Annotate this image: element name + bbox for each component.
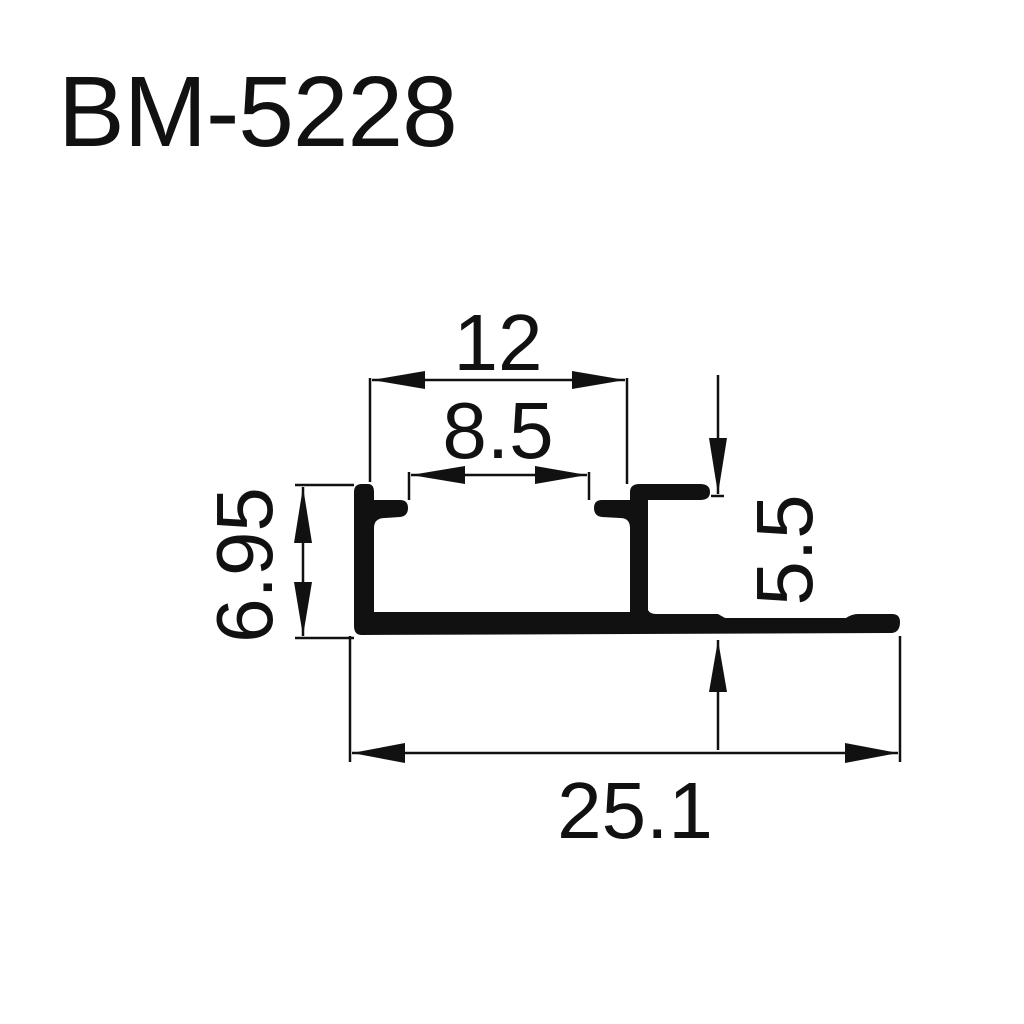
dimension-label-5-5: 5.5 <box>740 494 829 605</box>
profile-title: BM-5228 <box>58 56 458 168</box>
dimension-label-8-5: 8.5 <box>442 386 553 475</box>
dimension-lines <box>294 371 902 763</box>
dimension-label-6-95: 6.95 <box>200 487 289 643</box>
dimension-label-25-1: 25.1 <box>557 766 713 855</box>
dimension-label-12: 12 <box>454 298 543 387</box>
aluminum-profile-shape <box>354 484 900 635</box>
